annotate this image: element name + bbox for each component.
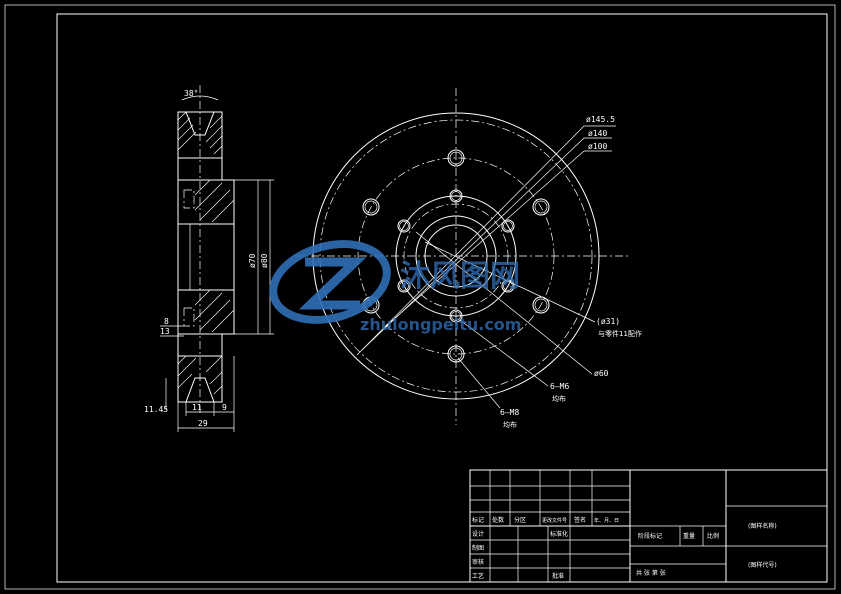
dim-phi80: ø80 — [260, 253, 269, 268]
label-phi31: (ø31) — [596, 317, 620, 326]
angle-label: 38° — [184, 89, 198, 98]
circle-hub — [415, 215, 497, 297]
circle-60 — [395, 195, 517, 317]
tb-date: 年、月、日 — [594, 517, 619, 524]
label-m6: 6–M6 — [550, 382, 569, 391]
circle-31 — [424, 224, 488, 288]
watermark-cn: 沐风图网 — [400, 259, 520, 294]
watermark-url: zhulongpeitu.com — [360, 315, 521, 334]
tb-process: 工艺 — [472, 572, 484, 580]
tb-approve: 批准 — [552, 572, 564, 580]
tb-drawing-code: (图样代号) — [748, 561, 777, 569]
tb-mark: 标记 — [472, 516, 484, 524]
label-m8-note: 均布 — [503, 420, 517, 429]
tb-weight: 重量 — [683, 532, 695, 540]
dim-phi70: ø70 — [248, 253, 257, 268]
circle-100-pcd — [357, 157, 555, 355]
side-view: 38° ø70 ø80 8 13 — [144, 85, 274, 432]
label-m6-note: 均布 — [552, 394, 566, 403]
outer-border — [4, 4, 836, 590]
dim-11-45: 11.45 — [144, 405, 168, 414]
tb-design: 设计 — [472, 530, 484, 538]
dim-9: 9 — [222, 403, 227, 412]
label-phi100: ø100 — [588, 142, 607, 151]
circle-m6-pcd — [403, 203, 509, 309]
dim-29: 29 — [198, 419, 208, 428]
tb-sheets: 共 张 第 张 — [636, 569, 666, 577]
label-phi60: ø60 — [594, 369, 609, 378]
dim-8: 8 — [164, 317, 169, 326]
tb-review: 审核 — [472, 558, 484, 566]
inner-border — [56, 13, 828, 583]
circle-140 — [319, 119, 593, 393]
tb-count: 处数 — [492, 516, 504, 524]
tb-change-doc: 更改文件号 — [542, 517, 567, 524]
label-m8: 6–M8 — [500, 408, 519, 417]
watermark: 沐风图网 zhulongpeitu.com — [269, 240, 521, 334]
tb-draw: 制图 — [472, 544, 484, 552]
tb-zone: 分区 — [514, 516, 526, 524]
tb-standard: 标准化 — [550, 530, 568, 538]
tb-sign: 签名 — [574, 516, 586, 524]
label-phi140: ø140 — [588, 129, 607, 138]
dim-13: 13 — [160, 327, 170, 336]
watermark-z-icon — [298, 257, 367, 310]
m6-holes — [397, 189, 515, 323]
dim-11: 11 — [192, 403, 202, 412]
circle-145-5 — [312, 112, 600, 400]
label-phi145-5: ø145.5 — [586, 115, 615, 124]
tb-stage: 阶段标记 — [638, 532, 662, 540]
tb-drawing-name: (图样名称) — [748, 522, 777, 530]
front-view: ø145.5 ø140 ø100 (ø31) 与零件11配作 ø60 6–M6 … — [295, 88, 642, 429]
title-block: 标记 处数 分区 更改文件号 签名 年、月、日 设计 标准化 制图 审核 工艺 … — [469, 469, 828, 583]
label-mate-note: 与零件11配作 — [598, 329, 642, 338]
watermark-logo-icon — [269, 240, 391, 324]
tb-scale: 比例 — [707, 532, 719, 540]
